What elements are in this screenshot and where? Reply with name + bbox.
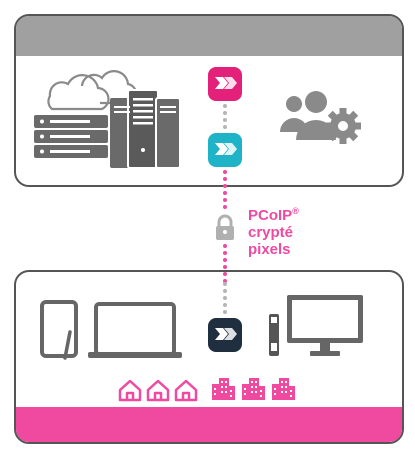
connector-dot — [223, 125, 227, 129]
endpoints-footer-bar — [16, 407, 402, 442]
connector-dot — [223, 170, 227, 174]
endpoints-panel — [14, 270, 404, 444]
connector-dot — [223, 244, 227, 248]
laptop-icon — [88, 302, 182, 362]
connector-dot — [223, 272, 227, 276]
cloud-server-rack-icon — [30, 60, 190, 170]
connector-dot — [223, 289, 227, 293]
connector-dot — [223, 282, 227, 286]
protocol-name: PCoIP — [248, 207, 293, 224]
connector-dot — [223, 303, 227, 307]
connector-dot — [223, 104, 227, 108]
connector-dot — [223, 118, 227, 122]
label-line-3: pixels — [248, 241, 291, 258]
connector-dot — [223, 177, 227, 181]
connector-dot — [223, 205, 227, 209]
label-line-2: crypté — [248, 224, 294, 241]
monitor-icon — [286, 294, 366, 360]
home-icon — [118, 378, 200, 402]
connector-dot — [223, 111, 227, 115]
connector-dot — [223, 310, 227, 314]
connector-dot — [223, 258, 227, 262]
app-badge-teal — [208, 133, 242, 167]
office-building-icon — [210, 374, 296, 402]
connector-dot — [223, 251, 227, 255]
users-gear-icon — [280, 90, 364, 150]
connector-dot — [223, 191, 227, 195]
tablet-icon — [40, 300, 80, 362]
connector-dot — [223, 296, 227, 300]
trademark-symbol: ® — [292, 206, 299, 216]
app-badge-pink — [208, 67, 242, 101]
connector-dot — [223, 265, 227, 269]
app-badge-navy — [208, 318, 242, 352]
lock-icon — [215, 214, 235, 241]
zero-client-icon — [268, 313, 280, 357]
datacenter-header-bar — [16, 16, 402, 56]
connector-dot — [223, 184, 227, 188]
connector-dot — [223, 279, 227, 283]
connector-dot — [223, 198, 227, 202]
pcoip-label: PCoIP® crypté pixels — [248, 203, 368, 258]
